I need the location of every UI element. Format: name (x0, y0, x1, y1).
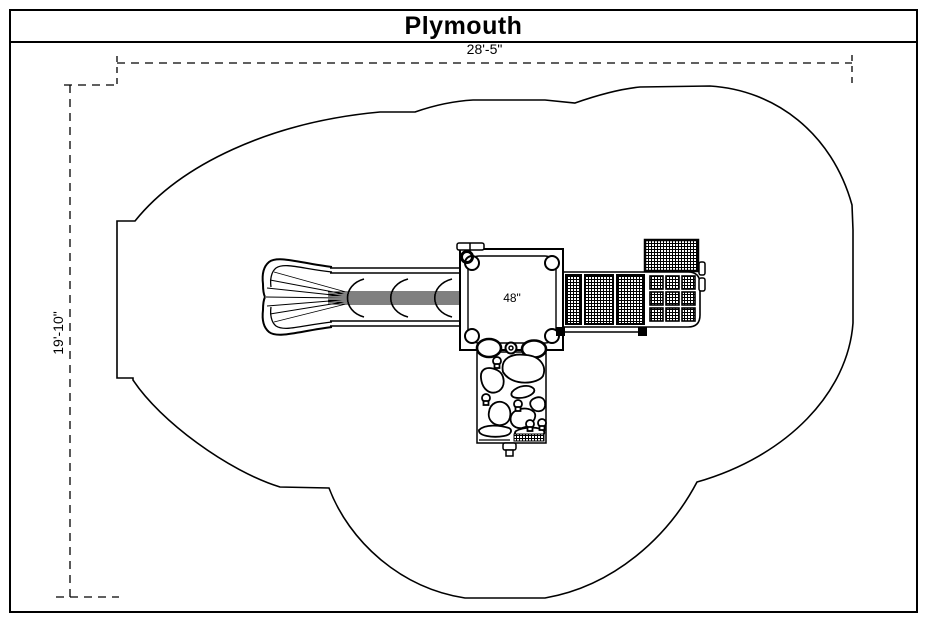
wave-slide-plan-icon (261, 258, 460, 336)
height-dimension-label: 19'-10" (50, 311, 66, 355)
rock-holds (478, 353, 546, 440)
sheet-border (9, 9, 918, 613)
width-dimension-label: 28'-5" (466, 41, 503, 57)
roof-panel-icon (643, 238, 700, 273)
deck-size-label: 48" (503, 291, 521, 305)
plan-title: Plymouth (404, 12, 523, 40)
wall-foot-bracket (502, 442, 517, 457)
climbing-grid-panel-icon (649, 275, 696, 322)
rock-climbing-wall-icon (475, 337, 548, 457)
handle-tabs-icon (698, 261, 706, 292)
use-zone-outline (116, 85, 854, 599)
bolt-anchors (481, 356, 547, 432)
dimension-lines (56, 55, 853, 598)
net-climber-bridge-icon (556, 271, 701, 336)
deck-clamp-icon (456, 242, 485, 264)
